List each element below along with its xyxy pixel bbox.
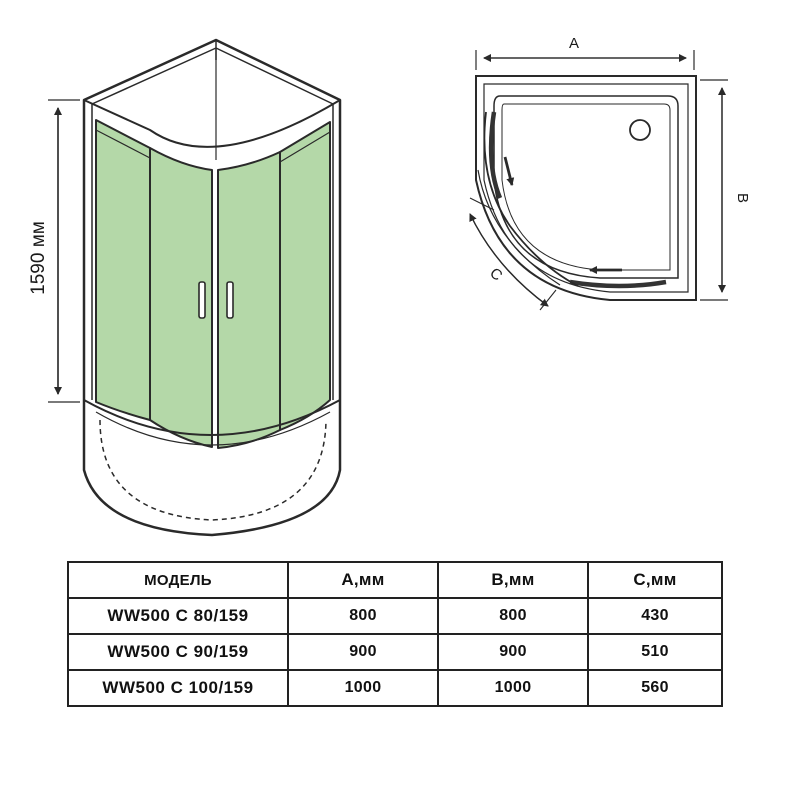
b-cell: 900 — [437, 633, 589, 671]
table-row: WW500 C 80/159 800 800 430 — [67, 597, 723, 635]
glass-panel-right — [279, 121, 331, 431]
header-c: C,мм — [587, 561, 723, 599]
glass-panel-left — [95, 119, 151, 421]
c-cell: 560 — [587, 669, 723, 707]
spec-table: МОДЕЛЬ A,мм B,мм C,мм WW500 C 80/159 800… — [67, 561, 723, 707]
door-arrow-down — [503, 156, 515, 186]
b-cell: 1000 — [437, 669, 589, 707]
door-handle-left — [198, 281, 206, 319]
door-curve-left — [488, 111, 503, 199]
tray-outline — [475, 75, 697, 301]
tray-hidden-outline — [99, 419, 327, 521]
door-handle-right — [226, 281, 234, 319]
table-row: WW500 C 90/159 900 900 510 — [67, 633, 723, 671]
plan-view-drawing — [469, 50, 728, 311]
a-cell: 900 — [287, 633, 439, 671]
table-header-row: МОДЕЛЬ A,мм B,мм C,мм — [67, 561, 723, 599]
header-b: B,мм — [437, 561, 589, 599]
model-cell: WW500 C 100/159 — [67, 669, 289, 707]
model-cell: WW500 C 80/159 — [67, 597, 289, 635]
a-cell: 1000 — [287, 669, 439, 707]
shower-cabin-drawing — [82, 38, 342, 537]
tray-basin — [493, 95, 679, 279]
drain-icon — [629, 119, 651, 141]
header-a: A,мм — [287, 561, 439, 599]
table-row: WW500 C 100/159 1000 1000 560 — [67, 669, 723, 707]
dim-c-label: C — [486, 265, 505, 285]
a-cell: 800 — [287, 597, 439, 635]
dim-a-label: A — [569, 35, 579, 52]
c-cell: 430 — [587, 597, 723, 635]
shower-tray — [83, 399, 341, 436]
height-dimension — [48, 99, 80, 403]
model-cell: WW500 C 90/159 — [67, 633, 289, 671]
c-cell: 510 — [587, 633, 723, 671]
cabin-roof — [83, 99, 341, 148]
dim-b-label: B — [734, 193, 751, 203]
header-model: МОДЕЛЬ — [67, 561, 289, 599]
glass-panel-left-center — [149, 147, 213, 448]
height-label: 1590 мм — [28, 221, 49, 295]
door-curve-right — [569, 279, 667, 289]
b-cell: 800 — [437, 597, 589, 635]
